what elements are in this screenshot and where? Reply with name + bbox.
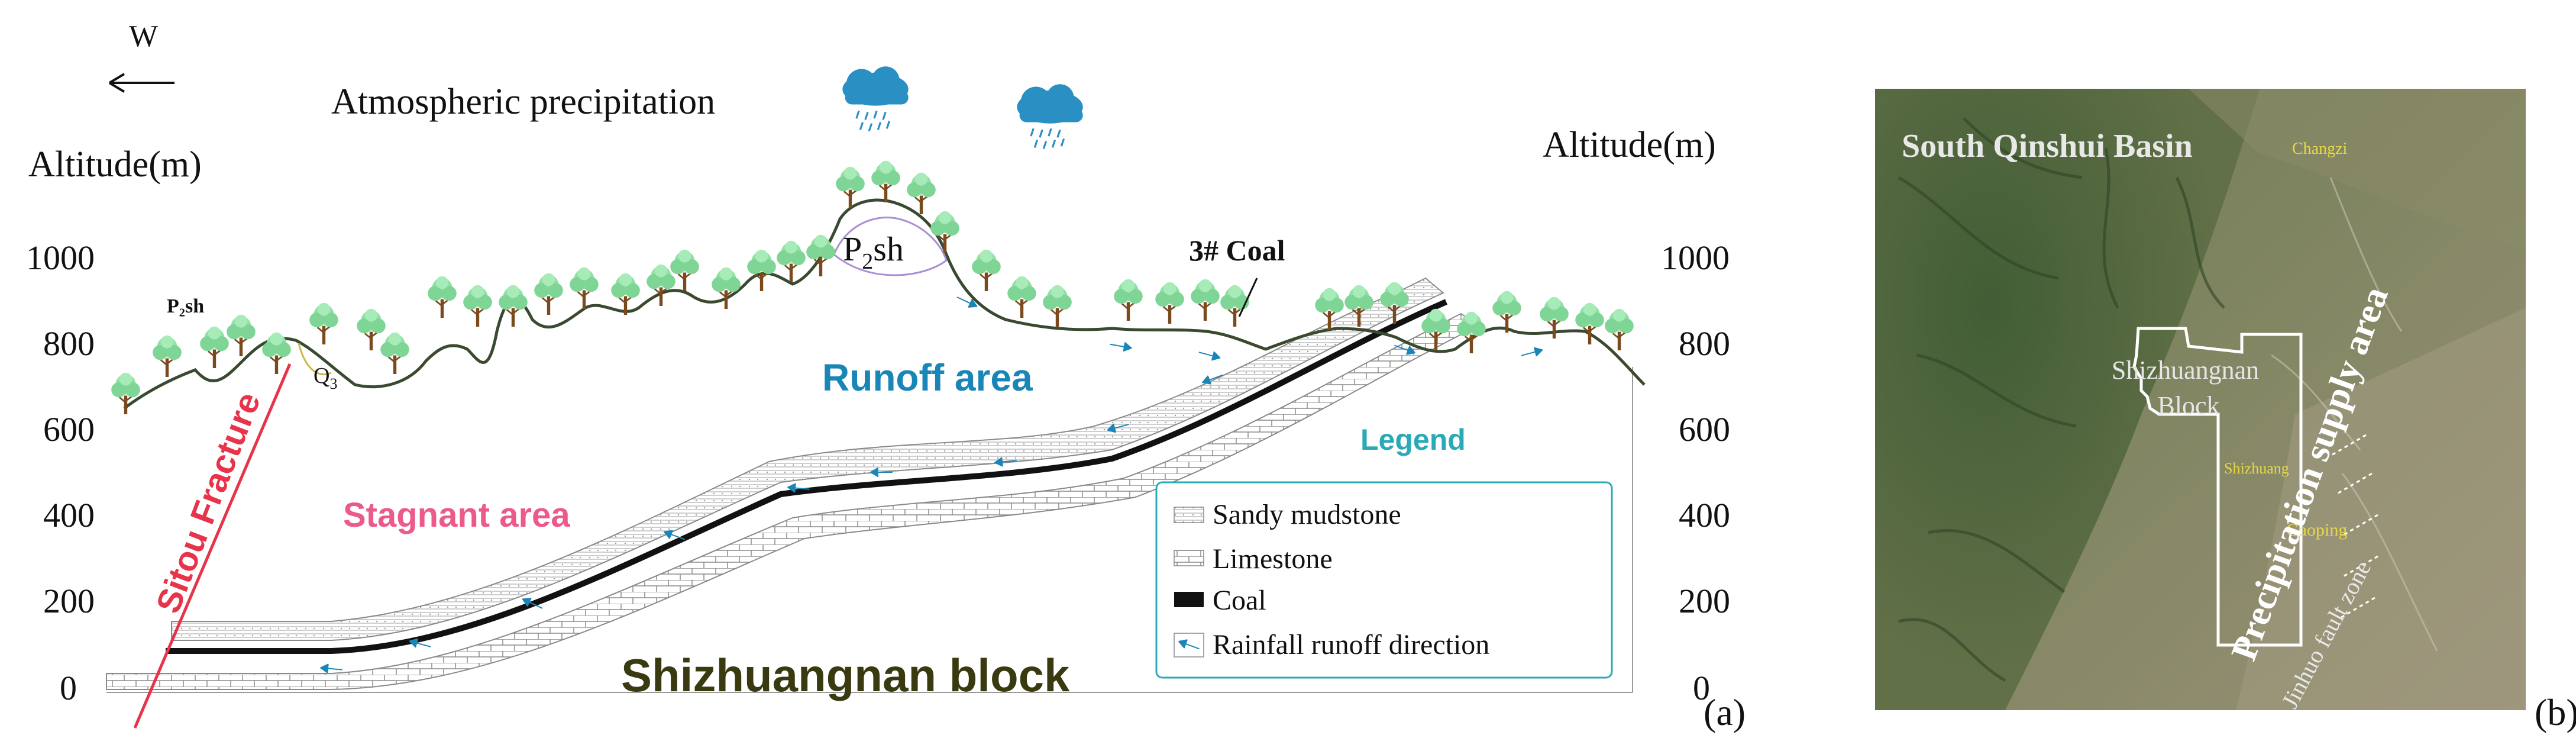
legend-item-label: Sandy mudstone [1213, 499, 1401, 530]
tick-label: 200 [1679, 582, 1730, 620]
section-frame [106, 367, 1633, 693]
legend-item-label: Coal [1213, 585, 1266, 616]
panel-b-satellite-map: South Qinshui Basin Changzi Shizhuangnan… [1875, 89, 2576, 733]
tree-icon [568, 266, 600, 309]
tick-label: 1000 [1661, 238, 1730, 277]
legend-item-label: Limestone [1213, 543, 1333, 575]
tick-label: 200 [43, 582, 95, 620]
west-arrow-icon [108, 73, 174, 93]
tree-icon [929, 210, 961, 253]
tick-label: 400 [1679, 496, 1730, 534]
sitou-fracture-line [133, 363, 292, 729]
tree-icon [110, 372, 141, 414]
runoff-arrow-icon [319, 663, 343, 675]
tree-icon [151, 334, 183, 377]
tree-icon [379, 331, 411, 374]
tree-icon [1006, 275, 1037, 318]
limestone-swatch [1174, 550, 1204, 566]
tree-icon [533, 272, 564, 315]
panel-b-tag: (b) [2535, 691, 2576, 733]
sandy-mudstone-layer [171, 277, 1444, 641]
tree-icon [775, 240, 807, 282]
precipitation-label: Atmospheric precipitation [331, 82, 715, 122]
block-map-label-line2: Block [2157, 391, 2219, 420]
stagnant-area-label: Stagnant area [343, 496, 570, 534]
panel-a-cross-section: W Atmospheric precipitation Altitude(m) … [26, 20, 1746, 733]
tree-icon [1604, 308, 1635, 350]
tree-icon [355, 308, 387, 350]
tree-icon [870, 160, 901, 202]
town-shizhuang-label: Shizhuang [2224, 460, 2289, 477]
peak-strata-sub: 2 [862, 249, 873, 274]
runoff-arrow-icon [1197, 347, 1222, 363]
town-gaoping-label: Gaoping [2286, 520, 2347, 540]
runoff-arrow-icon [1109, 339, 1133, 353]
tree-icon [669, 249, 700, 291]
left-axis-title: Altitude(m) [28, 144, 202, 185]
block-map-label: Shizhuangnan Block [2112, 356, 2265, 420]
runoff-area-label: Runoff area [822, 356, 1033, 399]
coal-seam [166, 299, 1447, 654]
rain-cloud-icon [1016, 83, 1084, 150]
tick-label: 800 [43, 324, 95, 363]
tree-icon [199, 325, 230, 368]
quaternary-label: Q3 [313, 363, 337, 392]
block-label: Shizhuangnan block [621, 649, 1070, 701]
tick-label: 800 [1679, 324, 1730, 363]
right-axis-ticks: 1000 800 600 400 200 0 [1661, 238, 1730, 707]
terrain-surface [123, 198, 1646, 410]
peak-strata-label: P2sh [843, 230, 904, 274]
tick-label: 600 [43, 410, 95, 449]
panel-a-tag: (a) [1704, 691, 1746, 733]
quaternary-main: Q [313, 363, 329, 388]
fracture-label: Sitou Fracture [148, 387, 268, 618]
coal-pointer [1238, 278, 1258, 317]
tree-icon [1154, 281, 1185, 324]
tree-icon [1042, 284, 1073, 327]
peak-outcrop [833, 217, 948, 276]
legend-box: Sandy mudstone Limestone Coal Rainfall r… [1155, 481, 1613, 679]
tree-icon [497, 284, 529, 327]
tick-label: 0 [1693, 669, 1710, 707]
legend-item-label: Rainfall runoff direction [1213, 629, 1489, 660]
quaternary-deposit [298, 343, 332, 375]
tree-icon [1190, 278, 1221, 321]
left-axis-ticks: 1000 800 600 400 200 0 [26, 238, 95, 707]
legend-title: Legend [1360, 423, 1466, 456]
basin-label: South Qinshui Basin [1902, 128, 2193, 165]
peak-strata-main: P [843, 230, 862, 268]
tree-icon [906, 172, 937, 214]
satellite-image [1875, 89, 2526, 710]
sandy-mudstone-swatch [1174, 507, 1204, 523]
peak-strata-tail: sh [873, 230, 904, 268]
tree-icon [1113, 278, 1144, 321]
tree-icon [1491, 290, 1523, 333]
left-strata-label: P₂sh [167, 295, 204, 317]
tree-icon [225, 314, 257, 356]
tree-icon [971, 249, 1002, 291]
quaternary-sub: 3 [329, 375, 337, 392]
direction-label: W [129, 20, 158, 53]
tree-icon [426, 275, 458, 318]
tick-label: 0 [60, 669, 77, 707]
coal-label: 3# Coal [1189, 234, 1285, 267]
tree-icon [308, 302, 340, 344]
coal-swatch [1174, 592, 1204, 607]
block-map-label-line1: Shizhuangnan [2112, 356, 2259, 385]
runoff-arrow-icon [1520, 345, 1544, 360]
tick-label: 600 [1679, 410, 1730, 449]
tick-label: 400 [43, 496, 95, 534]
town-changzi-label: Changzi [2292, 140, 2348, 158]
tree-icon [1574, 302, 1605, 344]
tick-label: 1000 [26, 238, 95, 277]
right-axis-title: Altitude(m) [1543, 125, 1716, 165]
tree-icon [462, 284, 493, 327]
block-boundary [2132, 327, 2303, 647]
tree-icon [746, 249, 777, 291]
rain-cloud-icon [841, 65, 910, 133]
